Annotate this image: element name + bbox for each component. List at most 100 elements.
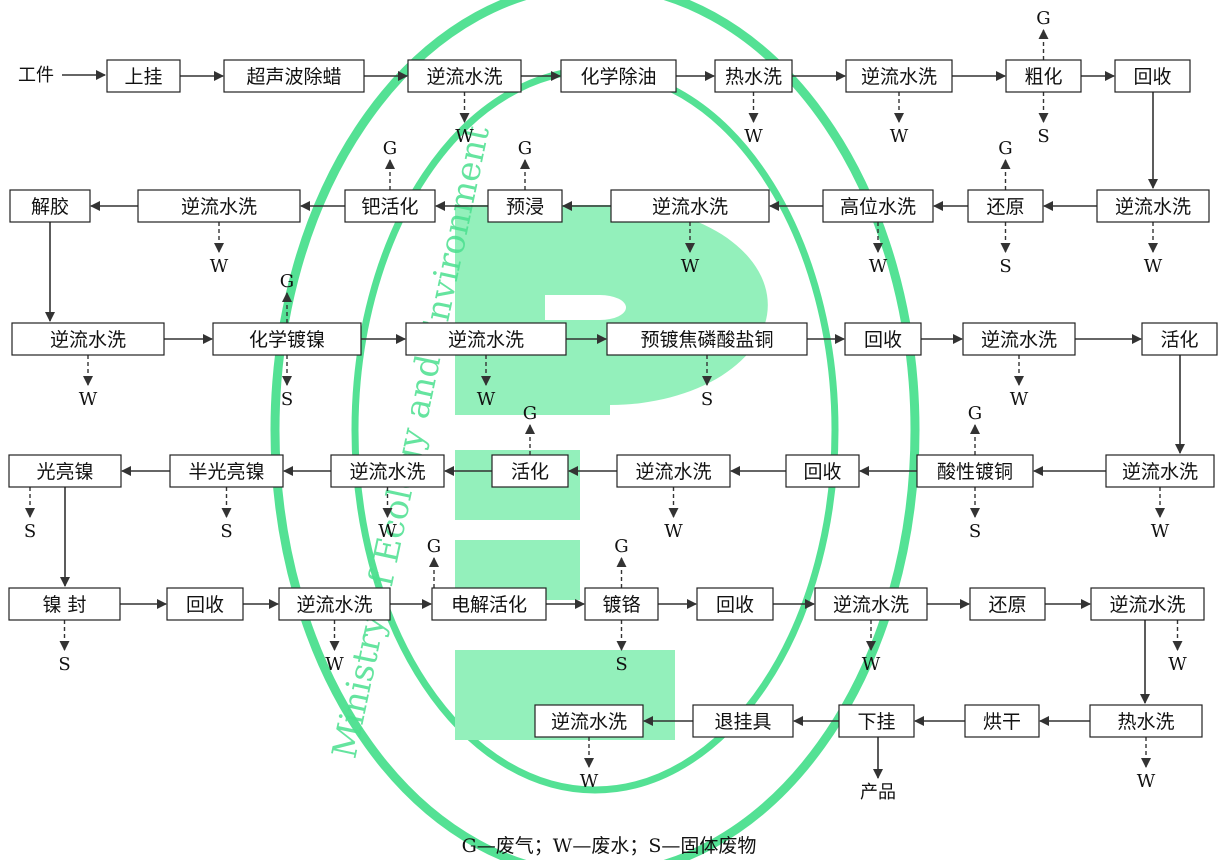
g-mark: G [518, 138, 532, 159]
w-mark: W [681, 256, 700, 277]
process-step-label: 镀铬 [602, 594, 640, 616]
process-step-label: 逆流水洗 [1122, 461, 1198, 483]
process-step-1-1: 上挂 [106, 59, 181, 93]
process-step-5-3: 逆流水洗 [278, 587, 391, 621]
process-step-label: 超声波除蜡 [246, 66, 341, 88]
process-step-5-1: 镍 封 [8, 587, 121, 621]
process-step-5-9: 逆流水洗 [1090, 587, 1205, 621]
g-mark: G [427, 536, 441, 557]
g-mark: G [280, 271, 294, 292]
process-step-3-5: 回收 [844, 322, 922, 356]
w-mark: W [455, 126, 474, 147]
product-label: 产品 [860, 782, 896, 803]
process-step-label: 还原 [988, 594, 1026, 616]
g-mark: G [614, 536, 628, 557]
process-step-label: 活化 [511, 461, 549, 483]
process-step-4-8: 光亮镍 [8, 454, 122, 488]
process-step-label: 逆流水洗 [349, 461, 425, 483]
process-step-label: 高位水洗 [840, 196, 916, 218]
process-step-label: 逆流水洗 [1115, 196, 1191, 218]
process-step-label: 逆流水洗 [181, 196, 257, 218]
process-step-label: 逆流水洗 [861, 66, 937, 88]
process-step-label: 电解活化 [451, 594, 527, 616]
w-mark: W [477, 389, 496, 410]
process-step-2-5: 预浸 [487, 189, 563, 223]
g-mark: G [998, 138, 1012, 159]
process-step-3-7: 活化 [1141, 322, 1218, 356]
process-step-4-3: 回收 [785, 454, 860, 488]
s-mark: S [1037, 126, 1049, 147]
process-step-label: 化学除油 [580, 66, 656, 88]
process-step-label: 逆流水洗 [448, 329, 524, 351]
process-step-3-3: 逆流水洗 [405, 322, 567, 356]
g-mark: G [1036, 8, 1050, 29]
g-mark: G [523, 403, 537, 424]
process-step-label: 热水洗 [725, 66, 782, 88]
w-mark: W [1168, 654, 1187, 675]
w-mark: W [664, 521, 683, 542]
w-mark: W [79, 389, 98, 410]
process-step-6-5: 逆流水洗 [534, 704, 644, 738]
process-step-5-8: 还原 [969, 587, 1046, 621]
process-step-label: 活化 [1160, 329, 1198, 351]
process-step-label: 烘干 [983, 711, 1021, 733]
process-step-label: 半光亮镍 [188, 461, 264, 483]
w-mark: W [862, 654, 881, 675]
process-step-2-6: 钯活化 [344, 189, 436, 223]
process-step-label: 回收 [803, 461, 841, 483]
process-step-5-7: 逆流水洗 [814, 587, 928, 621]
process-step-label: 还原 [986, 196, 1024, 218]
process-step-label: 光亮镍 [36, 461, 93, 483]
s-mark: S [615, 654, 627, 675]
process-step-6-1: 热水洗 [1089, 704, 1203, 738]
process-step-1-7: 粗化 [1005, 59, 1082, 93]
process-step-label: 钯活化 [361, 196, 418, 218]
process-step-1-4: 化学除油 [560, 59, 677, 93]
s-mark: S [24, 521, 36, 542]
s-mark: S [58, 654, 70, 675]
process-step-4-2: 酸性镀铜 [916, 454, 1034, 488]
process-step-label: 上挂 [124, 66, 162, 88]
process-step-5-5: 镀铬 [584, 587, 659, 621]
w-mark: W [378, 521, 397, 542]
process-step-5-2: 回收 [166, 587, 244, 621]
process-step-label: 逆流水洗 [551, 711, 627, 733]
process-step-label: 逆流水洗 [50, 329, 126, 351]
process-step-1-6: 逆流水洗 [845, 59, 953, 93]
process-step-label: 逆流水洗 [652, 196, 728, 218]
process-step-label: 逆流水洗 [426, 66, 502, 88]
g-mark: G [968, 403, 982, 424]
input-label: 工件 [18, 65, 54, 86]
process-step-label: 逆流水洗 [635, 461, 711, 483]
process-step-label: 回收 [1133, 66, 1171, 88]
process-step-5-4: 电解活化 [431, 587, 547, 621]
process-step-label: 解胶 [31, 196, 69, 218]
w-mark: W [580, 771, 599, 792]
g-mark: G [383, 138, 397, 159]
s-mark: S [220, 521, 232, 542]
s-mark: S [969, 521, 981, 542]
process-step-1-3: 逆流水洗 [407, 59, 522, 93]
process-step-3-6: 逆流水洗 [962, 322, 1076, 356]
process-step-3-1: 逆流水洗 [11, 322, 165, 356]
legend: G—废气；W—废水；S—固体废物 [462, 835, 757, 857]
process-step-label: 逆流水洗 [1109, 594, 1185, 616]
process-step-label: 热水洗 [1117, 711, 1174, 733]
process-step-1-2: 超声波除蜡 [223, 59, 365, 93]
process-step-label: 镍 封 [42, 594, 86, 616]
process-step-4-5: 活化 [491, 454, 569, 488]
process-step-2-2: 还原 [967, 189, 1044, 223]
process-step-4-4: 逆流水洗 [616, 454, 731, 488]
w-mark: W [1151, 521, 1170, 542]
process-step-label: 预镀焦磷酸盐铜 [640, 329, 773, 351]
process-step-3-2: 化学镀镍 [212, 322, 362, 356]
process-step-label: 逆流水洗 [833, 594, 909, 616]
process-step-3-4: 预镀焦磷酸盐铜 [606, 322, 808, 356]
process-step-label: 酸性镀铜 [937, 461, 1013, 483]
process-step-1-5: 热水洗 [714, 59, 793, 93]
watermark-outer-ring [270, 0, 920, 860]
process-step-5-6: 回收 [696, 587, 774, 621]
w-mark: W [1137, 771, 1156, 792]
w-mark: W [210, 256, 229, 277]
